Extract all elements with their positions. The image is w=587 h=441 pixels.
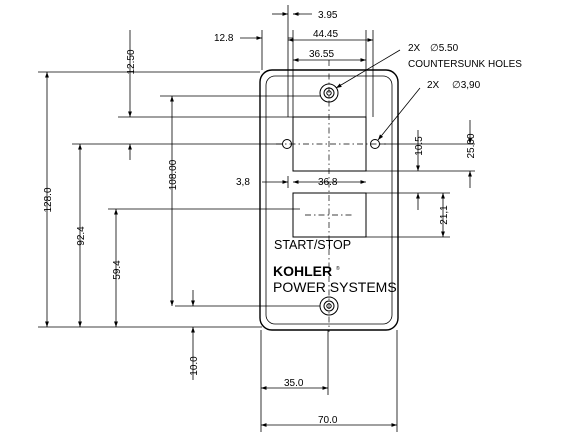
brand-logo-text: KOHLER (273, 263, 332, 279)
dim-opening-width-mid: 36.8 (318, 177, 338, 188)
dim-lower-opening-height: 21,1 (439, 205, 450, 225)
dim-left-offset-top: 12.8 (214, 33, 234, 44)
note-hole-dia: ∅3,90 (452, 80, 481, 91)
dim-overall-height: 128.0 (43, 187, 54, 212)
dim-overall-width: 70.0 (318, 415, 338, 426)
note-hole-qty: 2X (427, 80, 440, 91)
dim-opening-bottom-height: 59.4 (112, 260, 123, 280)
dim-lower-height: 92.4 (76, 226, 87, 246)
dimension-labels: 3.95 12.8 44.45 36.55 12.50 108.00 128.0… (43, 10, 477, 426)
dim-upper-opening-right: 25.00 (466, 133, 477, 158)
dim-top-to-hole: 12.50 (126, 49, 137, 74)
note-countersunk-text: COUNTERSUNK HOLES (408, 59, 522, 70)
dim-half-width: 35.0 (284, 378, 304, 389)
plate: START/STOP KOHLER ® POWER SYSTEMS (259, 60, 399, 332)
dim-inner-height: 108.00 (168, 159, 179, 190)
dim-opening-width-top: 44.45 (313, 29, 338, 40)
dim-upper-opening-height: 10.5 (414, 136, 425, 156)
trademark-symbol: ® (336, 265, 340, 272)
dim-hole-spacing-top: 3.95 (318, 10, 338, 21)
note-countersunk-dia: ∅5.50 (430, 43, 459, 54)
lower-opening (292, 192, 367, 238)
notes: 2X ∅5.50 COUNTERSUNK HOLES 2X ∅3,90 (408, 43, 522, 91)
dim-bottom-offset: 10.0 (189, 356, 200, 376)
start-stop-label: START/STOP (274, 238, 351, 252)
note-countersunk-qty: 2X (408, 43, 421, 54)
dimension-lines (45, 12, 472, 427)
dim-left-gap: 3,8 (236, 177, 250, 188)
dim-opening-inner-top: 36.55 (309, 49, 334, 60)
extension-lines (38, 5, 475, 432)
brand-subtitle: POWER SYSTEMS (273, 279, 397, 295)
